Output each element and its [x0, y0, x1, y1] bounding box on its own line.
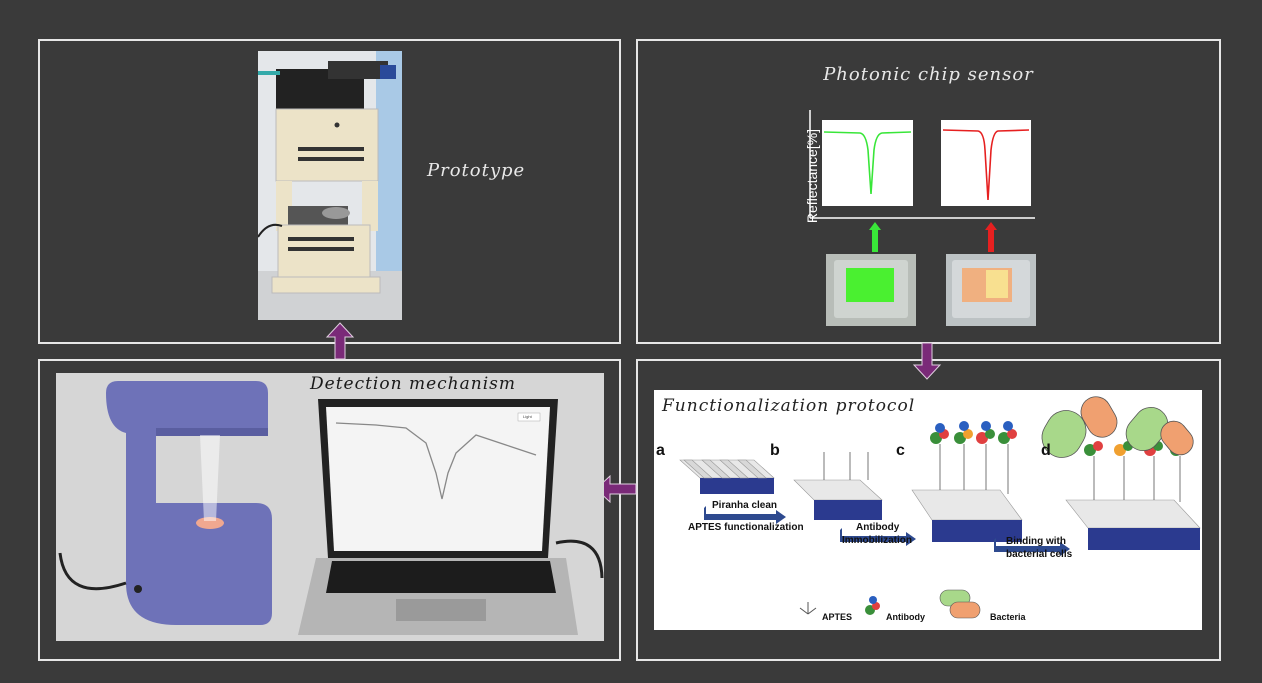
label-aptes-func: APTES functionalization: [688, 522, 804, 533]
functionalization-figure: [654, 390, 1202, 630]
flow-arrow-down: [912, 342, 942, 380]
red-up-arrow: [985, 222, 997, 252]
label-immobilization: Immobilization: [842, 535, 912, 546]
step-a: a: [656, 442, 665, 459]
photonic-chips: [826, 254, 1036, 326]
label-antibody: Antibody: [856, 522, 900, 533]
legend-bacteria: Bacteria: [990, 612, 1026, 622]
flow-arrow-up: [325, 322, 355, 360]
red-reflectance-curve: [942, 129, 1030, 201]
legend-icons: [799, 589, 981, 619]
detection-legend: Light: [523, 414, 532, 419]
prototype-photo: [258, 51, 402, 320]
prototype-panel: [38, 39, 621, 344]
detection-render: [56, 373, 604, 641]
bacteria-cells: [1041, 396, 1194, 458]
green-reflectance-curve: [823, 131, 912, 195]
label-binding: Binding with: [1006, 536, 1066, 547]
legend-antibody: Antibody: [886, 612, 925, 622]
label-bacterial: bacterial cells: [1006, 549, 1073, 560]
label-piranha: Piranha clean: [712, 500, 778, 511]
prototype-label: Prototype: [427, 160, 526, 181]
substrate-a: [679, 459, 775, 494]
reflectance-chart: [809, 110, 1035, 252]
step-c: c: [896, 442, 905, 459]
detection-panel: [38, 359, 621, 661]
step-b: b: [770, 442, 780, 459]
detection-label: Detection mechanism: [310, 374, 516, 394]
legend-aptes: APTES: [822, 612, 853, 622]
process-arrows: [704, 506, 1070, 556]
flow-arrow-left: [595, 474, 637, 504]
green-up-arrow: [869, 222, 881, 252]
spectrum-curve: [335, 422, 537, 500]
step-d: d: [1041, 442, 1051, 459]
substrate-d: [1041, 396, 1201, 550]
functionalization-label: Functionalization protocol: [662, 396, 916, 416]
substrate-c: [911, 421, 1023, 542]
substrate-b: [793, 452, 883, 520]
sensor-title: Photonic chip sensor: [823, 64, 1034, 85]
